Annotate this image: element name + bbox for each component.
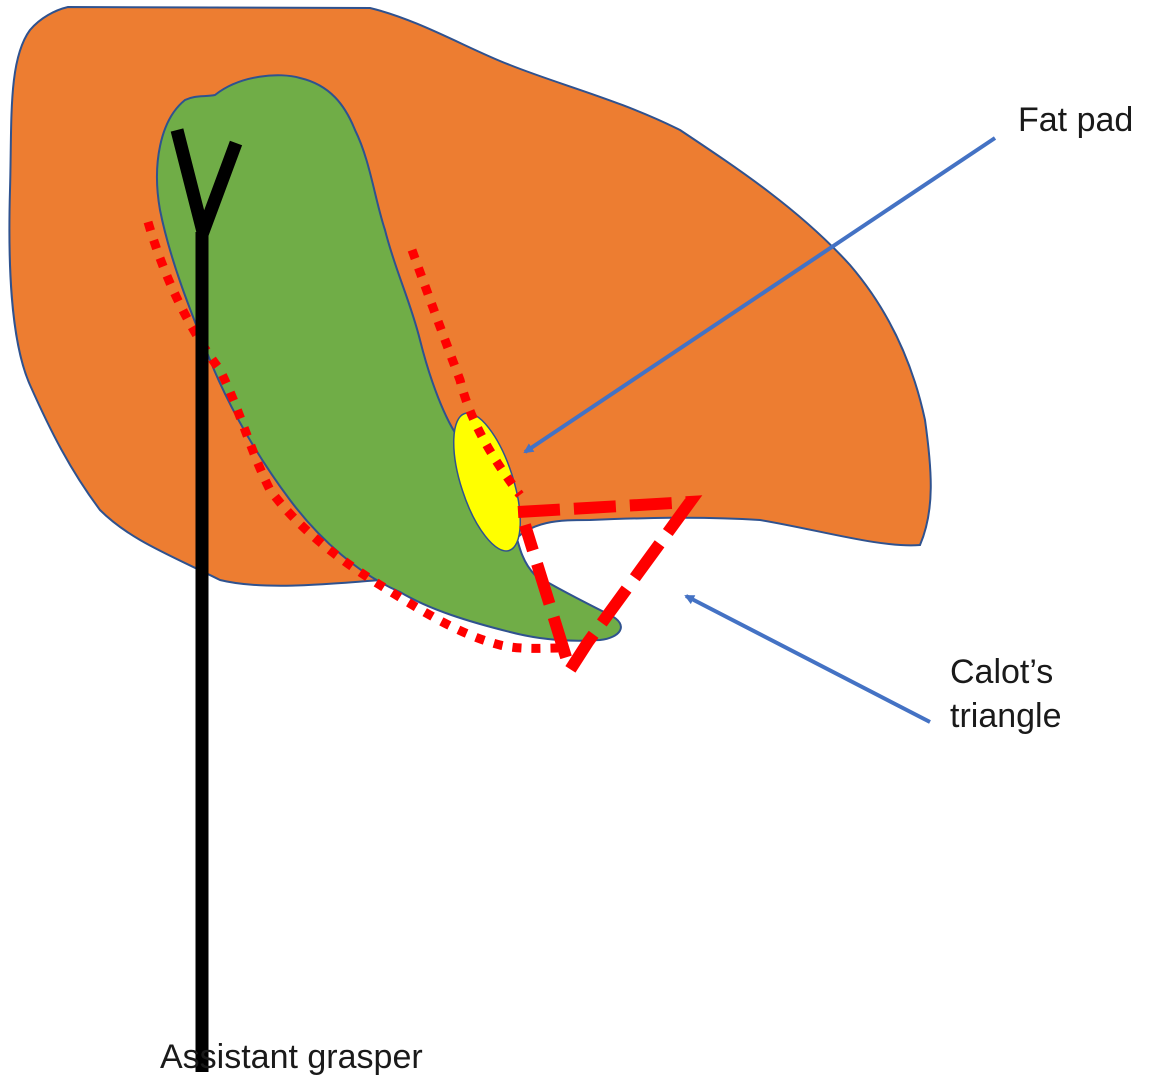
- calots-label-line2: triangle: [950, 694, 1062, 738]
- calots-triangle-label: Calot’s triangle: [950, 650, 1062, 738]
- calots-triangle-arrow: [686, 596, 930, 722]
- calots-label-line1: Calot’s: [950, 650, 1062, 694]
- assistant-grasper-label: Assistant grasper: [160, 1035, 423, 1079]
- calots-triangle-outline: [518, 502, 690, 670]
- fat-pad-label: Fat pad: [1018, 98, 1133, 142]
